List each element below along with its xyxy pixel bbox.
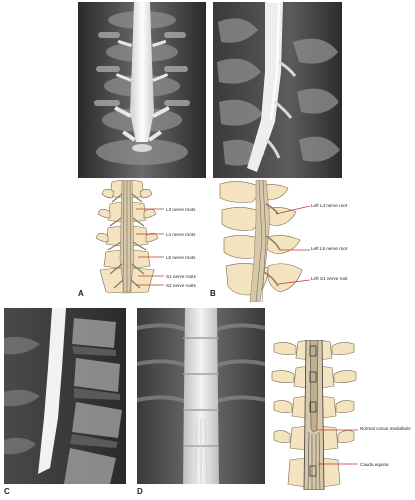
label-l4-nerve-roots: L4 nerve roots	[166, 232, 196, 237]
xray-panel-a	[78, 2, 206, 178]
label-left-l5-nerve-root: Left L5 nerve root	[311, 246, 348, 251]
panel-label-c: C	[4, 487, 10, 496]
xray-panel-c	[4, 308, 126, 484]
diagram-b	[218, 180, 310, 302]
panel-label-d: D	[137, 487, 143, 496]
label-cauda-equina: Cauda equina	[360, 462, 389, 467]
panel-label-b: B	[210, 289, 216, 298]
label-left-s1-nerve-root: Left S1 nerve root	[311, 276, 348, 281]
label-l3-nerve-roots: L3 nerve roots	[166, 207, 196, 212]
label-l5-nerve-roots: L5 nerve roots	[166, 255, 196, 260]
label-left-l4-nerve-root: Left L4 nerve root	[311, 203, 348, 208]
xray-panel-b	[213, 2, 342, 178]
label-s2-nerve-roots: S2 nerve roots	[166, 283, 196, 288]
panel-label-a: A	[78, 289, 84, 298]
label-normal-conus-medullaris: Normal conus medullaris	[360, 426, 411, 431]
xray-panel-d	[137, 308, 265, 484]
diagram-d	[270, 340, 358, 490]
label-s1-nerve-roots: S1 nerve roots	[166, 274, 196, 279]
diagram-a	[90, 180, 164, 294]
